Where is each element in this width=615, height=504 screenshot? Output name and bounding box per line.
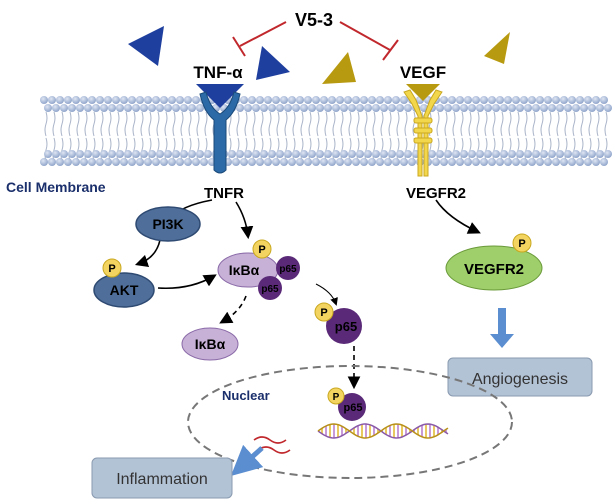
arrow-tnfr-ikba xyxy=(235,201,254,240)
inhibit-tnf-bar xyxy=(232,36,246,57)
arrow-p65-release xyxy=(315,283,338,306)
tnf-label: TNF-α xyxy=(193,63,243,82)
membrane-label: Cell Membrane xyxy=(6,179,106,195)
tnfr-label: TNFR xyxy=(204,185,244,202)
pi3k-label: PI3K xyxy=(152,216,183,232)
arrow-vegfr2-active xyxy=(435,199,481,234)
inflammation-box xyxy=(91,457,233,499)
akt-node xyxy=(93,272,155,308)
ikba-free-node xyxy=(181,327,239,361)
arrow-pi3k-akt xyxy=(134,239,161,268)
arrow-akt-ikba xyxy=(157,274,217,290)
p65-nuclear-node xyxy=(338,393,366,421)
tnf-ligand-icon xyxy=(256,46,290,80)
phospho-icon xyxy=(512,233,532,253)
cell-membrane xyxy=(40,96,612,166)
inhibit-vegf-line xyxy=(339,21,391,51)
tnfr-arrows xyxy=(134,199,481,290)
phospho-icon xyxy=(102,258,122,278)
vegf-ligand-icon xyxy=(322,52,356,84)
pi3k-node xyxy=(135,206,201,242)
phospho-label: P xyxy=(320,307,327,319)
tnf-ligand-icon xyxy=(128,26,164,66)
ikba-free-label: IκBα xyxy=(195,336,226,352)
akt-label: AKT xyxy=(110,282,139,298)
arrow-to-angiogenesis xyxy=(490,308,514,348)
inhibit-vegf-bar xyxy=(382,39,399,61)
nucleus xyxy=(187,365,513,479)
drug-label: V5-3 xyxy=(295,10,333,30)
angiogenesis-label: Angiogenesis xyxy=(472,371,568,388)
phospho-icon xyxy=(314,302,334,322)
p65-label: p65 xyxy=(279,264,297,275)
vegfr2-label: VEGFR2 xyxy=(406,185,466,202)
phospho-label: P xyxy=(108,263,115,275)
phospho-label: P xyxy=(518,238,525,250)
inhibition-lines xyxy=(232,21,399,61)
p65-free-label: p65 xyxy=(335,319,357,334)
p65-node xyxy=(258,276,282,300)
inhibit-tnf-line xyxy=(239,21,287,47)
p65-free-node xyxy=(326,308,362,344)
nuclear-label: Nuclear xyxy=(222,388,270,403)
tnfr-receptor-icon xyxy=(199,91,241,174)
vegfr2-active-label: VEGFR2 xyxy=(464,261,524,278)
phospho-label: P xyxy=(258,244,265,256)
arrow-ikba-degrade xyxy=(219,295,247,324)
dna-icon xyxy=(317,423,449,439)
p65-label: p65 xyxy=(261,284,279,295)
p65-nuclear-label: p65 xyxy=(344,402,363,414)
arrow-to-inflammation xyxy=(230,444,264,477)
vegf-ligand-icon xyxy=(484,32,510,64)
phospho-icon xyxy=(252,239,272,259)
phospho-icon xyxy=(327,387,345,405)
ikba-complex-label: IκBα xyxy=(229,262,260,278)
vegfr2-receptor-icon xyxy=(403,89,443,177)
p65-node xyxy=(276,256,300,280)
vegfr2-active-node xyxy=(445,245,543,291)
vegf-label: VEGF xyxy=(400,63,446,82)
phospho-label: P xyxy=(333,392,340,403)
vegf-bound-icon xyxy=(406,84,440,101)
tnf-bound-icon xyxy=(196,84,244,108)
inflammation-label: Inflammation xyxy=(116,471,208,488)
